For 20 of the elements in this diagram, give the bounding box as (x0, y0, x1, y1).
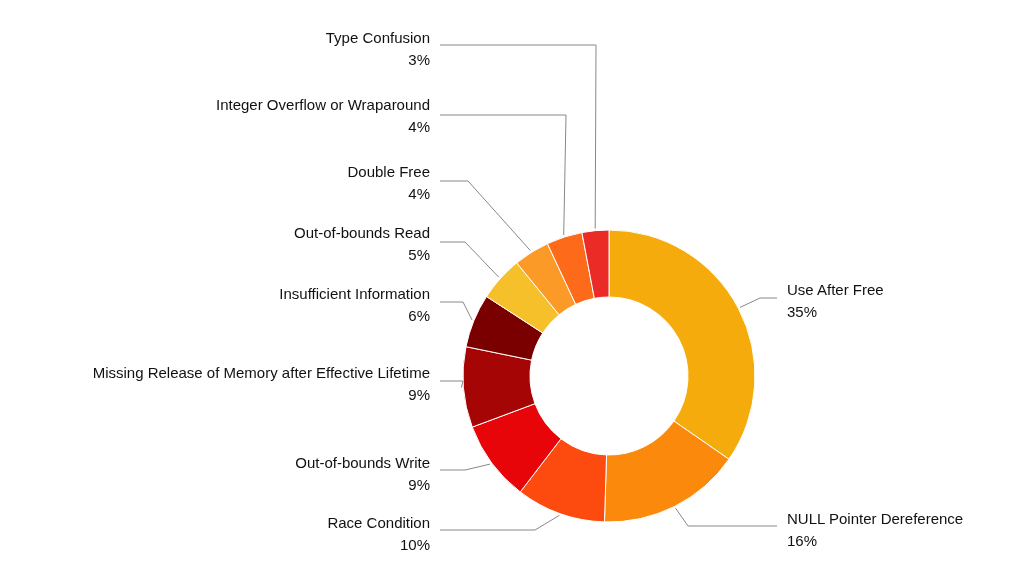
category-label: Insufficient Information (279, 284, 430, 304)
category-label: Race Condition (327, 513, 430, 533)
category-label: Type Confusion (325, 28, 430, 48)
percent-label: 10% (398, 535, 430, 555)
percent-label: 4% (407, 117, 430, 137)
category-label: NULL Pointer Dereference (787, 509, 964, 529)
percent-label: 3% (407, 50, 430, 70)
percent-label: 5% (407, 245, 430, 265)
percent-label: 9% (407, 385, 430, 405)
category-label: Out-of-bounds Write (295, 453, 430, 473)
category-label: Missing Release of Memory after Effective Lifetime (92, 363, 430, 383)
percent-label: 6% (407, 306, 430, 326)
category-label: Integer Overflow or Wraparound (216, 95, 430, 115)
percent-label: 16% (787, 531, 819, 551)
percent-label: 9% (407, 475, 430, 495)
category-label: Use After Free (787, 280, 884, 300)
category-label: Double Free (347, 162, 430, 182)
category-label: Out-of-bounds Read (294, 223, 430, 243)
percent-label: 35% (787, 302, 819, 322)
percent-label: 4% (407, 184, 430, 204)
